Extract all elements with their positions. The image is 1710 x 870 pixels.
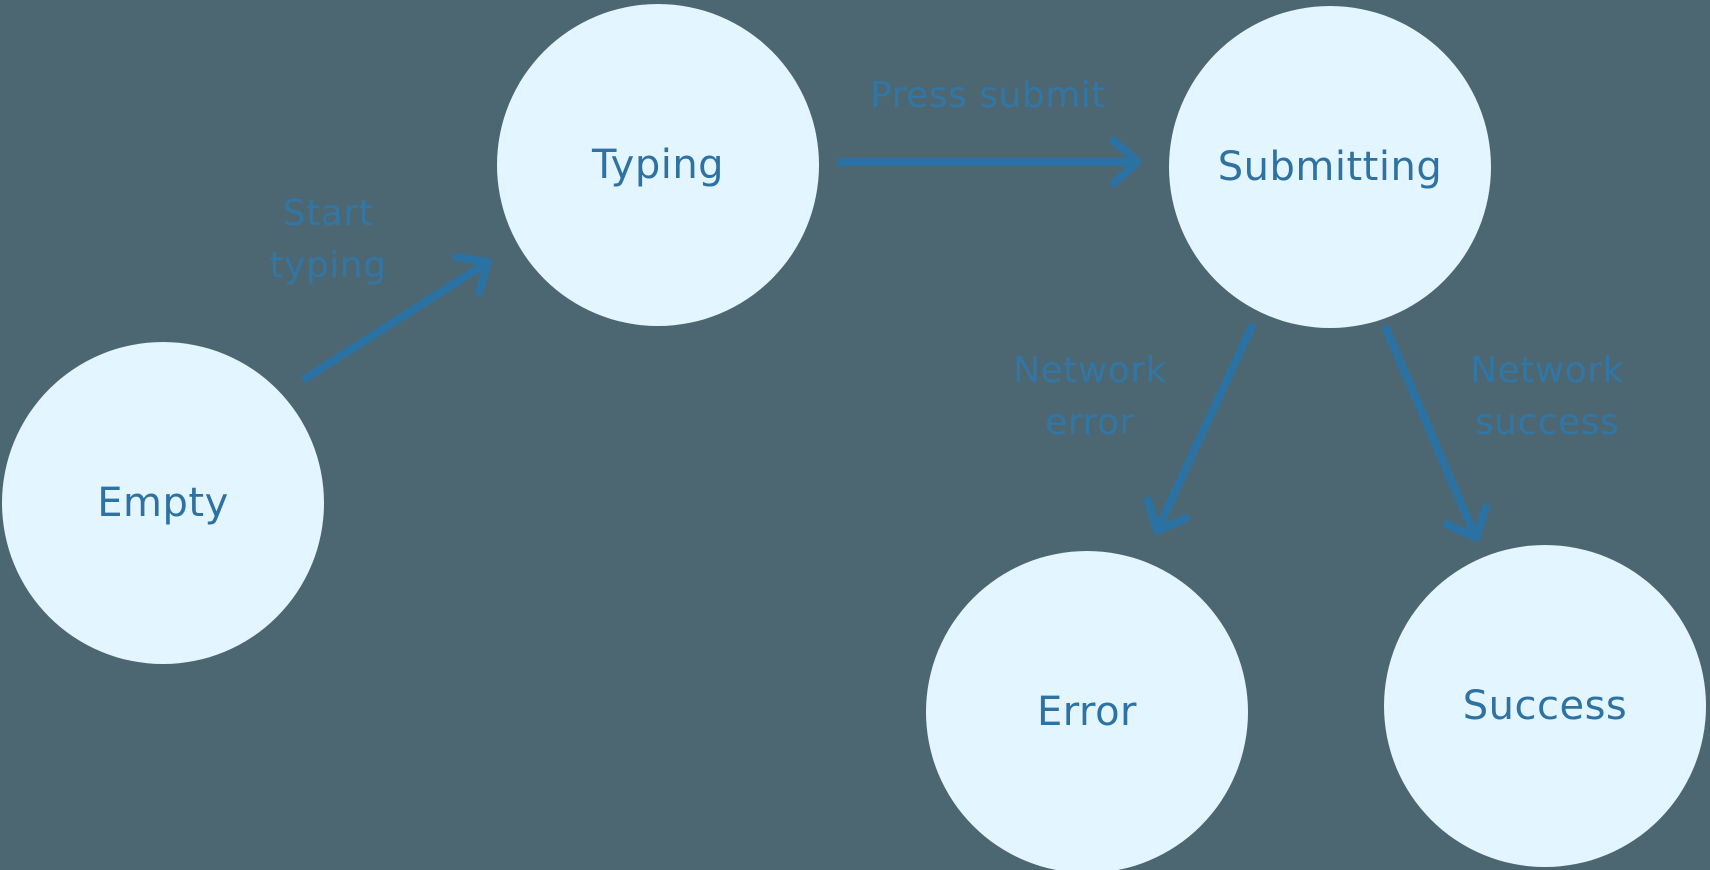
state-node-empty: Empty [2, 342, 324, 664]
state-node-label: Typing [591, 142, 725, 188]
edge-label-start-typing: Start typing [269, 193, 387, 286]
state-node-success: Success [1384, 545, 1706, 867]
state-node-submitting: Submitting [1169, 6, 1491, 328]
state-node-typing: Typing [497, 4, 819, 326]
edge-label-network-error: Network error [1013, 350, 1167, 443]
edge-label-press-submit: Press submit [870, 75, 1106, 117]
state-node-label: Submitting [1217, 144, 1443, 190]
state-node-error: Error [926, 551, 1248, 870]
edge-label-network-success: Network success [1470, 350, 1624, 443]
state-node-label: Empty [97, 480, 229, 526]
state-node-label: Success [1462, 683, 1628, 729]
state-node-label: Error [1037, 689, 1137, 735]
